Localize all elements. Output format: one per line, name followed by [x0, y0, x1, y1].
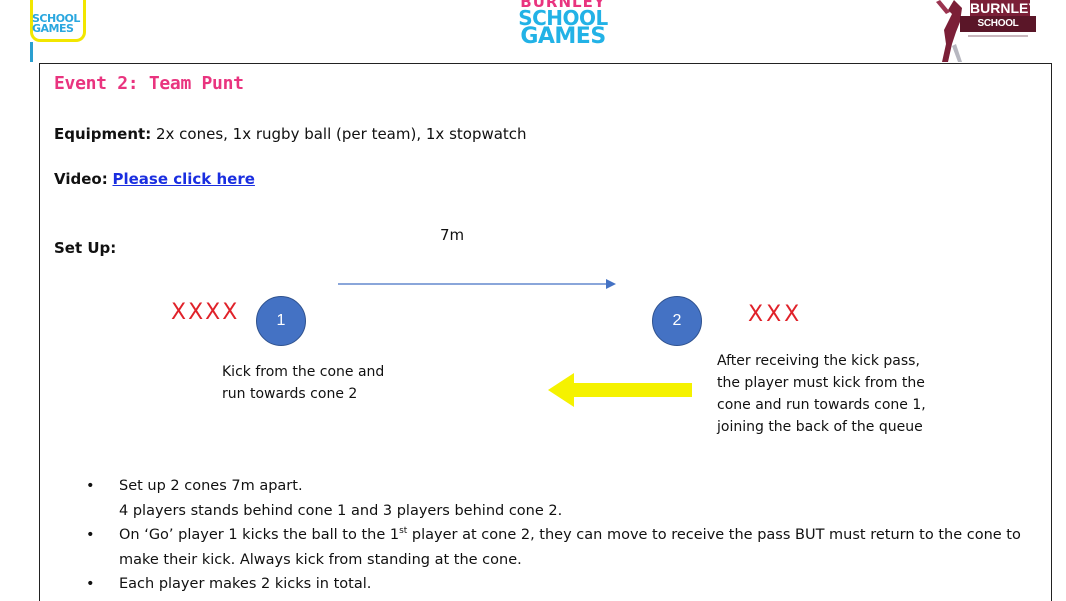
cone-2: 2	[652, 296, 702, 346]
logo-left-text: SCHOOL GAMES	[32, 12, 80, 35]
video-link[interactable]: Please click here	[112, 170, 255, 188]
logo-center-line3: GAMES	[520, 24, 606, 49]
list-item-text: Each player makes 2 kicks in total.	[119, 576, 372, 592]
logo-ribbon-icon	[968, 35, 1028, 37]
logo-center-line1: BURNLEY	[520, 0, 606, 11]
list-item: • Set up 2 cones 7m apart. 4 players sta…	[86, 474, 1046, 523]
athlete-figure-icon	[936, 0, 962, 62]
logo-frame	[30, 0, 86, 42]
list-item-text: On ‘Go’ player 1 kicks the ball to the 1	[119, 527, 400, 543]
return-arrow-icon	[548, 373, 692, 407]
logo-center-line2: SCHOOL	[518, 6, 608, 30]
logo-right-line1: BURNLEY	[970, 0, 1038, 16]
bullet-icon: •	[86, 527, 95, 543]
equipment-text: 2x cones, 1x rugby ball (per team), 1x s…	[151, 125, 527, 143]
logo-left-tail	[30, 42, 33, 62]
logo-badge: BURNLEY SCHOOL SPORTS	[960, 0, 1038, 45]
event-card: Event 2: Team Punt Equipment: 2x cones, …	[39, 63, 1052, 601]
distance-arrow-icon	[338, 279, 616, 289]
burnley-school-games-logo: BURNLEY SCHOOL GAMES	[508, 0, 618, 52]
ordinal-suffix: st	[399, 526, 408, 537]
logo-right-line2: SCHOOL SPORTS	[960, 16, 1036, 45]
right-note: After receiving the kick pass, the playe…	[717, 353, 926, 435]
instructions-list: • Set up 2 cones 7m apart. 4 players sta…	[86, 474, 1046, 597]
left-players-marks: XXXX	[171, 300, 240, 325]
setup-label: Set Up:	[54, 239, 117, 257]
distance-label: 7m	[440, 226, 465, 244]
equipment-line: Equipment: 2x cones, 1x rugby ball (per …	[54, 124, 527, 144]
right-players-marks: XXX	[748, 302, 803, 327]
burnley-school-sports-logo: BURNLEY SCHOOL SPORTS	[930, 0, 1040, 62]
cone-1: 1	[256, 296, 306, 346]
video-label: Video:	[54, 170, 108, 188]
list-item-text: player at cone 2, they can move to recei…	[119, 527, 1021, 568]
list-item-text: Set up 2 cones 7m apart.	[119, 478, 303, 494]
video-line: Video: Please click here	[54, 169, 255, 189]
bullet-icon: •	[86, 478, 95, 494]
event-title: Event 2: Team Punt	[54, 73, 244, 94]
left-note: Kick from the cone and run towards cone …	[222, 364, 385, 402]
list-item-text: 4 players stands behind cone 1 and 3 pla…	[119, 502, 563, 519]
list-item: • On ‘Go’ player 1 kicks the ball to the…	[86, 523, 1046, 572]
equipment-label: Equipment:	[54, 125, 152, 143]
school-games-logo-left: SCHOOL GAMES	[30, 0, 86, 62]
list-item: • Each player makes 2 kicks in total.	[86, 572, 1046, 597]
bullet-icon: •	[86, 576, 95, 592]
